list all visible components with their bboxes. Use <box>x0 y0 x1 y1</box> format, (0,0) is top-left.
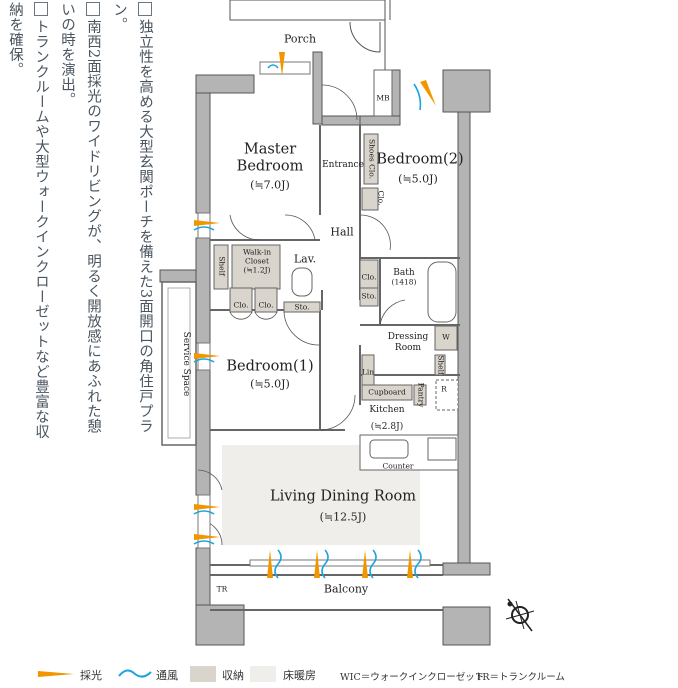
feature-list: 独立性を高める大型玄関ポーチを備えた3面開口の角住戸プラン。 南西2面採光のワイ… <box>2 2 158 442</box>
wind-marks <box>193 64 422 579</box>
mb-label: MB <box>376 93 390 103</box>
floor-heating-swatch <box>250 666 276 682</box>
fixtures <box>291 261 459 471</box>
bedroom2-size: (≒5.0J) <box>398 172 438 186</box>
feature-item: トランクルームや大型ウォークインクローゼットなど豊富な収納を確保。 <box>2 2 54 442</box>
service-space-outline <box>161 281 197 446</box>
porch-label: Porch <box>283 32 317 46</box>
wic-shelf-label: Shelf <box>217 256 227 276</box>
trunk-room-label: TR <box>216 584 228 594</box>
entrance-label: Entrance <box>322 159 364 170</box>
linen-label: Lin <box>361 367 375 377</box>
wind-icon <box>118 669 152 678</box>
legend-wind: 通風 <box>156 669 178 682</box>
pantry-label: Pantry <box>416 382 426 408</box>
walls <box>159 51 491 646</box>
legend-floor-heating: 床暖房 <box>283 669 316 682</box>
hall-storage-label: Sto. <box>361 291 377 301</box>
compass-icon <box>505 598 535 632</box>
hall-label: Hall <box>330 225 354 239</box>
legend-light: 採光 <box>80 669 102 682</box>
counter-label: Counter <box>382 461 414 471</box>
service-space-label: Service Space <box>181 331 192 397</box>
bedroom1-size: (≒5.0J) <box>250 377 290 391</box>
lav-label: Lav. <box>293 252 317 266</box>
legend-tr-note: TR＝トランクルーム <box>476 672 565 683</box>
closet-a-label: Clo. <box>233 300 249 310</box>
kitchen-label: Kitchen <box>369 404 405 415</box>
porch-outline <box>229 0 391 70</box>
wic-label: Walk-in <box>242 247 272 257</box>
dressing-room-label-2: Room <box>394 342 422 353</box>
bedroom2-label: Bedroom(2) <box>376 151 464 168</box>
master-bedroom-label-2: Bedroom <box>236 158 304 175</box>
cupboard-label: Cupboard <box>368 387 406 397</box>
living-dining-size: (≒12.5J) <box>319 510 367 524</box>
shoes-closet-label: Shoes Clo. <box>367 138 377 180</box>
storage-areas <box>213 69 458 462</box>
checkbox-icon <box>34 2 48 16</box>
dressing-shelf-label: Shelf <box>436 355 446 375</box>
windows <box>197 61 431 567</box>
feature-text: 独立性を高める大型玄関ポーチを備えた3面開口の角住戸プラン。 <box>111 2 153 434</box>
master-bedroom-label: Master <box>243 141 297 158</box>
kitchen-size: (≒2.8J) <box>370 421 404 432</box>
master-bedroom-size: (≒7.0J) <box>250 178 290 192</box>
legend-storage: 収納 <box>222 669 244 682</box>
bedroom1-label: Bedroom(1) <box>226 358 314 375</box>
closet-b-label: Clo. <box>258 300 274 310</box>
feature-item: 独立性を高める大型玄関ポーチを備えた3面開口の角住戸プラン。 <box>106 2 158 442</box>
lav-storage-label: Sto. <box>294 302 310 312</box>
bath-size: (1418) <box>391 277 417 287</box>
hall-closet-label: Clo. <box>361 272 377 282</box>
door-swings <box>197 84 406 546</box>
washer-label: W <box>442 332 450 342</box>
legend-wic-note: WIC＝ウォークインクローゼット <box>340 672 485 683</box>
wic-label-2: Closet <box>245 256 269 266</box>
balcony-label: Balcony <box>323 582 369 596</box>
light-arrows <box>194 52 436 578</box>
feature-item: 南西2面採光のワイドリビングが、明るく開放感にあふれた憩いの時を演出。 <box>54 2 106 442</box>
storage-swatch <box>190 666 216 682</box>
bedroom2-closet-label: Clo. <box>376 190 386 206</box>
wic-size: (≒1.2J) <box>243 265 271 275</box>
light-arrow-icon <box>38 671 74 677</box>
checkbox-icon <box>138 2 152 16</box>
dressing-room-label: Dressing <box>387 331 429 342</box>
feature-text: トランクルームや大型ウォークインクローゼットなど豊富な収納を確保。 <box>7 2 49 439</box>
bath-label: Bath <box>393 267 415 278</box>
refrigerator-label: R <box>441 384 447 394</box>
feature-text: 南西2面採光のワイドリビングが、明るく開放感にあふれた憩いの時を演出。 <box>59 2 101 434</box>
checkbox-icon <box>86 2 100 16</box>
living-dining-label: Living Dining Room <box>270 488 416 505</box>
legend: 採光 通風 収納 床暖房 WIC＝ウォークインクローゼット TR＝トランクルーム <box>0 664 678 684</box>
